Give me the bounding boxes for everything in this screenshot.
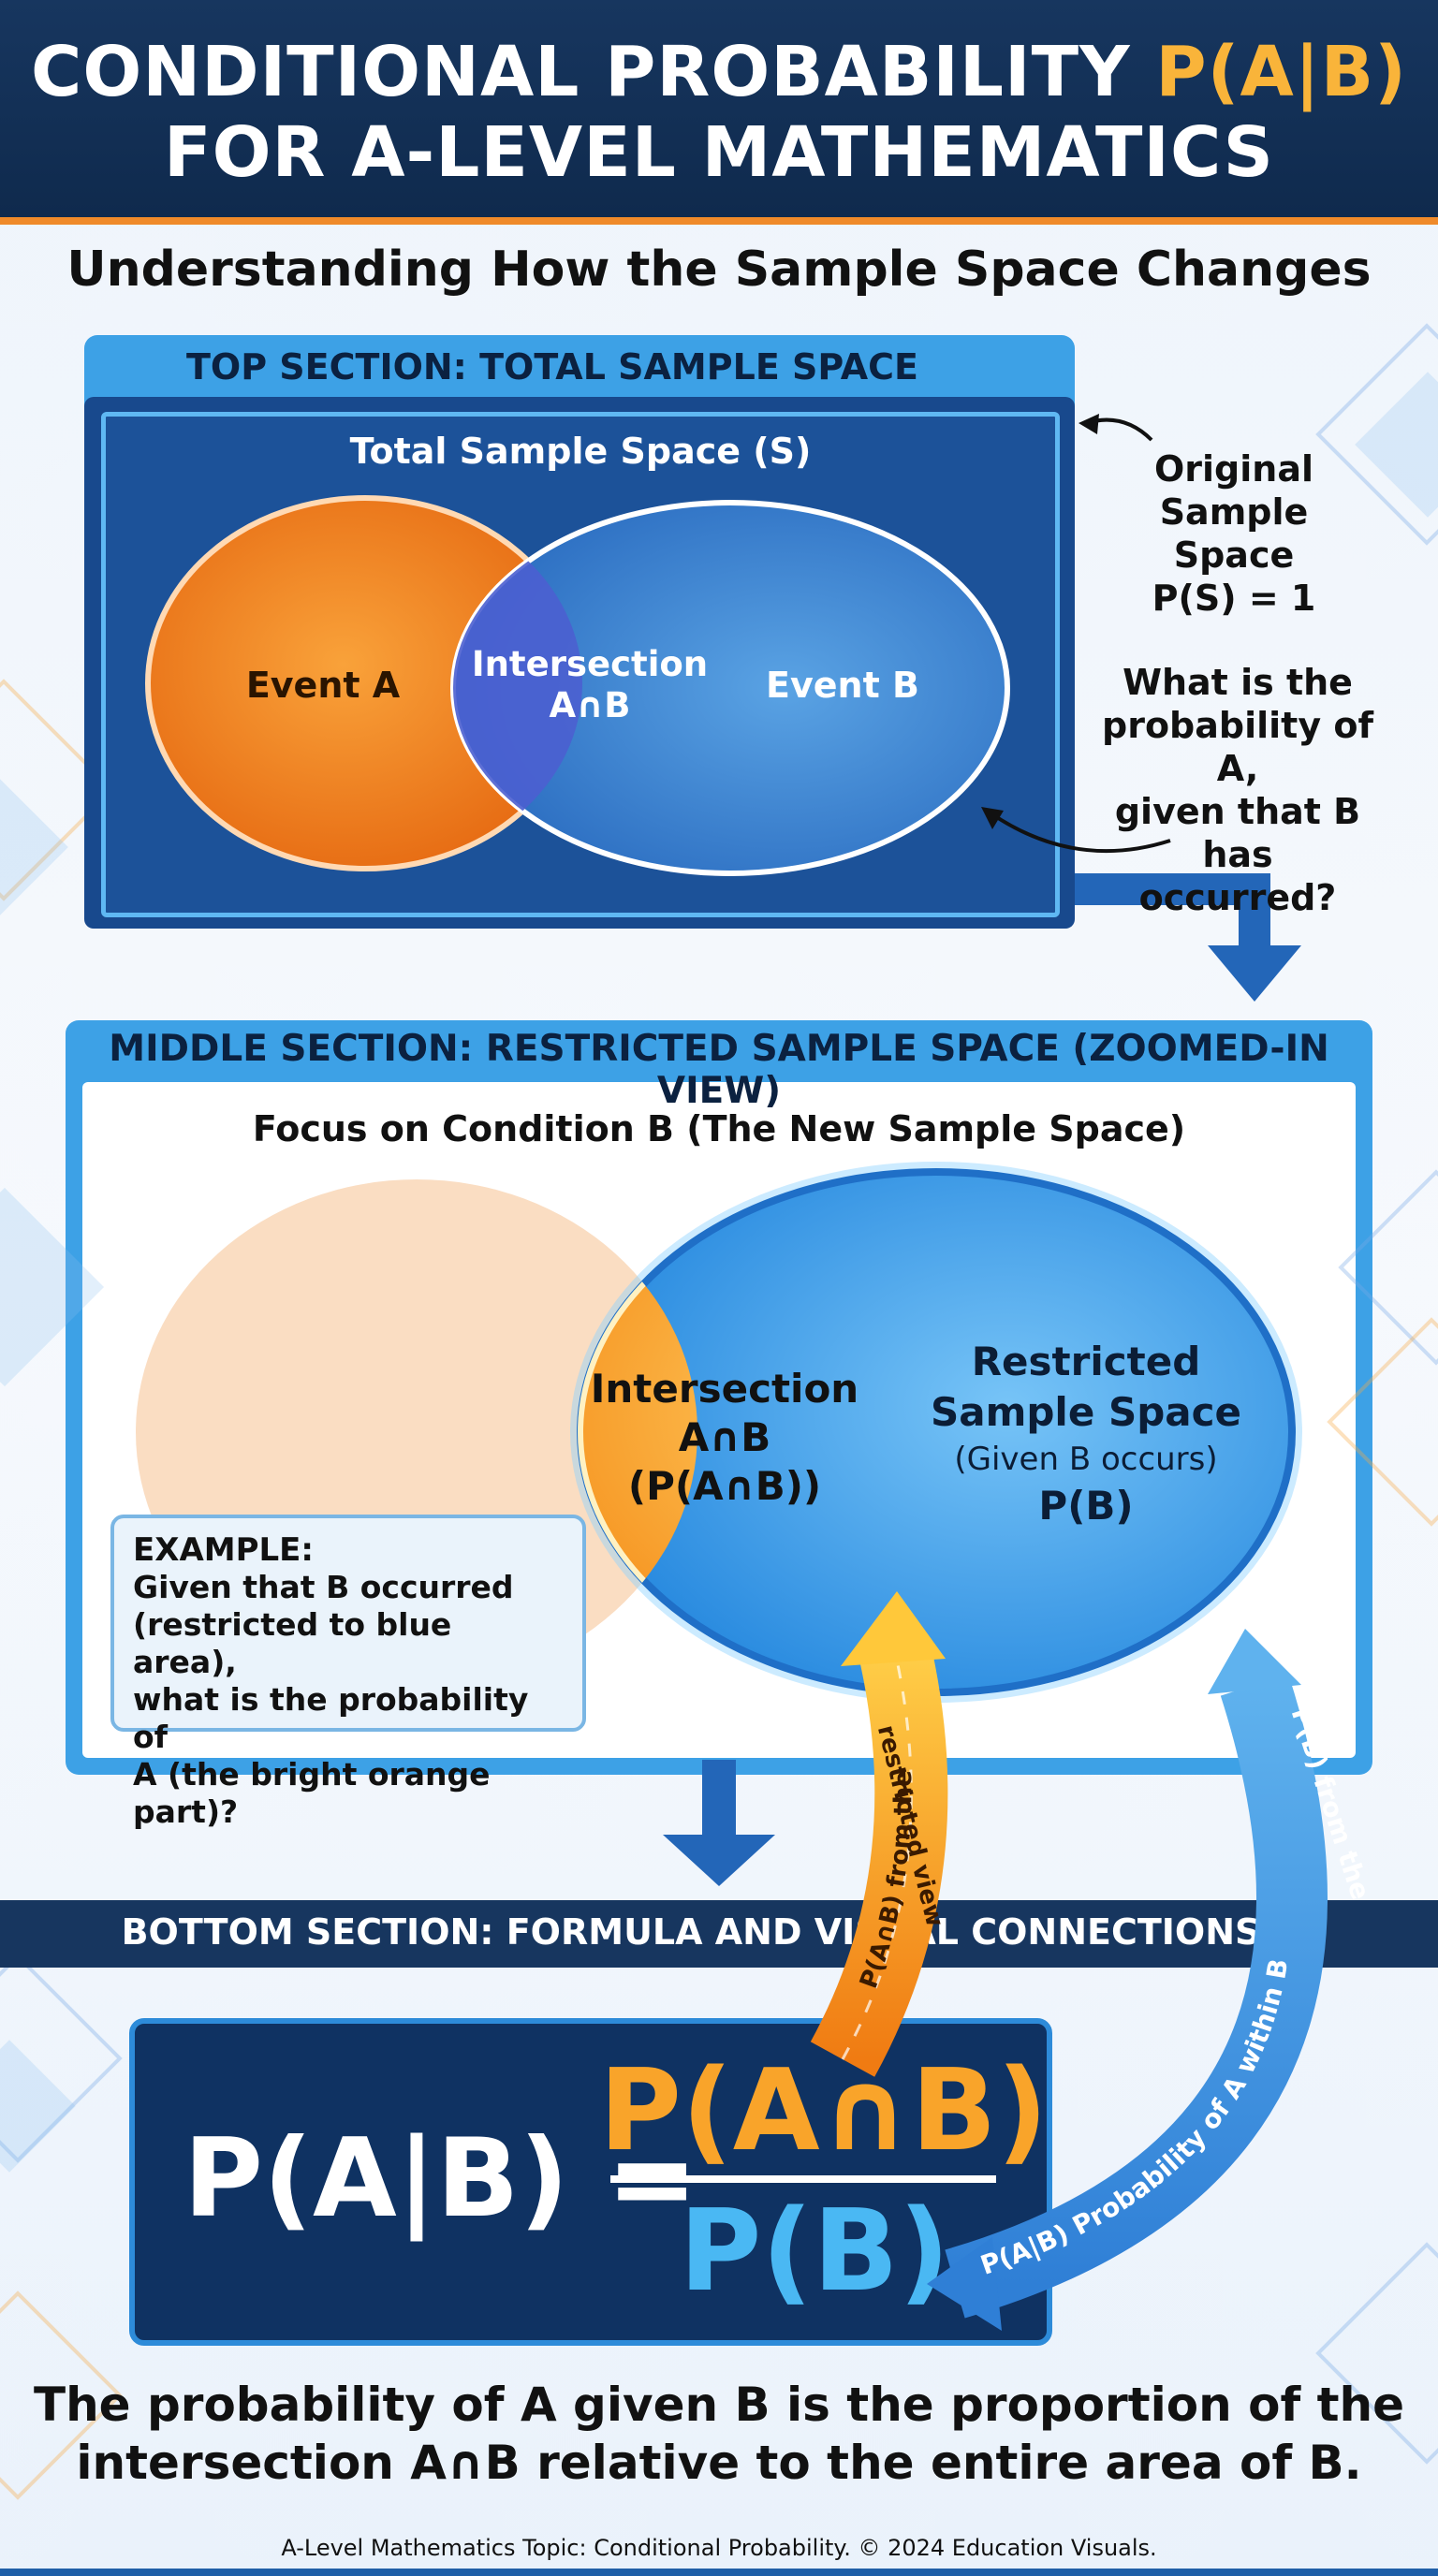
middle-section-label: MIDDLE SECTION: RESTRICTED SAMPLE SPACE … [109, 1028, 1329, 1112]
page-title-line2: FOR A-LEVEL MATHEMATICS [164, 112, 1274, 193]
example-line: what is the probability of [133, 1681, 529, 1755]
intersection-label-line1: Intersection [471, 644, 709, 684]
example-box: EXAMPLE: Given that B occurred (restrict… [110, 1515, 586, 1830]
restricted-label-line: Sample Space [931, 1389, 1241, 1435]
lens-label-line: Intersection [590, 1366, 859, 1412]
intersection-label-line2: A∩B [549, 685, 631, 725]
flow-arrowhead [663, 1835, 775, 1886]
question-note: What is the probability of A, given that… [1078, 661, 1397, 919]
example-line: Given that B occurred [133, 1569, 514, 1605]
footer-line [0, 2569, 1438, 2576]
example-text: Given that B occurred (restricted to blu… [133, 1569, 564, 1831]
arrow-to-event-b [990, 812, 1171, 854]
event-a-label: Event A [245, 665, 401, 706]
restricted-space-label: Restricted Sample Space (Given B occurs)… [927, 1337, 1245, 1531]
conclusion-line: intersection A∩B relative to the entire … [76, 2436, 1362, 2490]
fraction-bar [610, 2175, 996, 2183]
note-line: Original [1153, 448, 1314, 490]
flow-arrow-middle-to-bottom [702, 1760, 736, 1844]
restricted-label-line: P(B) [1038, 1483, 1134, 1529]
intersection-label: Intersection A∩B [468, 644, 712, 726]
conclusion-line: The probability of A given B is the prop… [33, 2378, 1405, 2432]
intersection-lens [578, 1179, 697, 1685]
page-title-line1: CONDITIONAL PROBABILITY P(A|B) [0, 32, 1438, 112]
note-line: P(S) = 1 [1152, 578, 1316, 619]
title-text: CONDITIONAL PROBABILITY [31, 32, 1131, 112]
conclusion-text: The probability of A given B is the prop… [0, 2376, 1438, 2492]
top-venn [145, 495, 1010, 876]
arrowhead [1078, 414, 1099, 434]
event-b-label: Event B [766, 665, 919, 706]
title-highlight: P(A|B) [1155, 32, 1407, 112]
original-sample-space-note: Original Sample Space P(S) = 1 [1093, 447, 1374, 620]
middle-section-title: Focus on Condition B (The New Sample Spa… [252, 1108, 1186, 1149]
bottom-section-label: BOTTOM SECTION: FORMULA AND VISUAL CONNE… [121, 1911, 1261, 1953]
note-line: What is the [1123, 662, 1353, 703]
example-title: EXAMPLE: [133, 1531, 314, 1569]
restricted-label-line: Restricted [971, 1339, 1201, 1384]
note-line: Sample Space [1159, 491, 1309, 576]
example-line: (restricted to blue area), [133, 1606, 452, 1680]
header-banner: CONDITIONAL PROBABILITY P(A|B) FOR A-LEV… [0, 0, 1438, 225]
sample-space-title: Total Sample Space (S) [349, 431, 812, 472]
flow-arrow-top-to-middle [1075, 873, 1270, 955]
example-line: A (the bright orange part)? [133, 1756, 491, 1830]
lens-label-line: A∩B [678, 1414, 771, 1460]
formula-denominator: P(B) [679, 2187, 950, 2317]
note-line: probability of A, [1102, 705, 1373, 789]
note-line: given that B has [1114, 791, 1361, 875]
flow-arrowhead [1208, 945, 1301, 1002]
note-line: occurred? [1138, 877, 1337, 918]
footer-text: A-Level Mathematics Topic: Conditional P… [281, 2535, 1157, 2561]
subtitle: Understanding How the Sample Space Chang… [66, 242, 1372, 298]
formula-numerator: P(A∩B) [599, 2046, 1049, 2176]
top-section-label: TOP SECTION: TOTAL SAMPLE SPACE [186, 346, 918, 388]
lens-label-line: (P(A∩B)) [627, 1463, 822, 1509]
intersection-lens-label: Intersection A∩B (P(A∩B)) [584, 1365, 865, 1511]
arrowhead [981, 807, 1004, 829]
restricted-label-line: (Given B occurs) [954, 1441, 1218, 1478]
